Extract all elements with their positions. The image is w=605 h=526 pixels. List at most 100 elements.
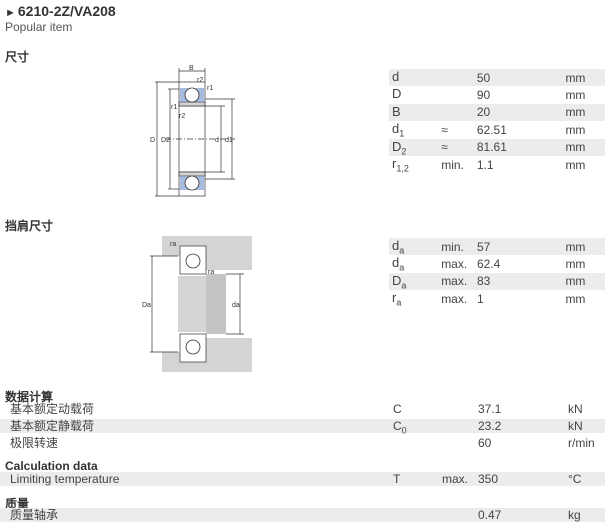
value: 62.51: [476, 122, 507, 137]
unit: °C: [568, 472, 582, 486]
unit: mm: [565, 157, 586, 172]
unit: mm: [565, 122, 586, 137]
row-label: 基本额定静载荷: [10, 419, 95, 433]
unit: r/min: [568, 436, 595, 450]
value: 37.1: [478, 402, 502, 416]
table-row: r1,2 min. 1.1 mm: [389, 156, 605, 173]
label-da-outer: Da: [142, 302, 151, 309]
play-arrow-icon: ►: [5, 7, 16, 19]
unit: mm: [565, 69, 605, 87]
symbol-cell: C0: [393, 419, 407, 437]
data-row: 质量轴承 0.47 kg: [0, 508, 605, 522]
value: 350: [478, 472, 499, 486]
section-calc-en-title: Calculation data: [5, 459, 98, 473]
qualifier: [441, 69, 477, 87]
label-ra-top: ra: [170, 241, 176, 248]
value: 1: [476, 291, 484, 306]
value: 81.61: [476, 138, 566, 156]
data-row: 极限转速 60 r/min: [0, 436, 605, 450]
qualifier: ≈: [441, 138, 477, 156]
symbol: r: [392, 290, 397, 306]
value: 60: [478, 436, 492, 450]
symbol: r: [392, 155, 397, 171]
unit: kN: [568, 402, 583, 416]
row-label: Limiting temperature: [10, 472, 120, 486]
table-row: ra max. 1 mm: [389, 290, 605, 307]
symbol: B: [392, 103, 401, 119]
label-d2: D2: [161, 137, 170, 144]
product-title: ►6210-2Z/VA208: [5, 3, 116, 19]
symbol-subscript: a: [401, 280, 407, 291]
unit: kg: [568, 508, 581, 522]
unit: mm: [565, 291, 586, 306]
symbol: d: [392, 255, 400, 271]
symbol: T: [393, 472, 401, 486]
symbol-subscript: a: [396, 297, 402, 308]
qualifier: max.: [441, 257, 468, 272]
value: 83: [476, 272, 566, 291]
symbol-cell: T: [393, 472, 400, 490]
symbol-subscript: a: [399, 245, 405, 256]
unit: mm: [565, 138, 605, 156]
value: 23.2: [478, 419, 502, 433]
unit: kN: [568, 419, 583, 433]
qualifier: max.: [442, 472, 469, 486]
unit: mm: [565, 238, 605, 256]
label-r1-top: r1: [207, 85, 213, 92]
symbol-subscript: 0: [401, 425, 407, 436]
label-b: B: [189, 65, 194, 72]
label-d1: d1: [225, 137, 233, 144]
row-label: 基本额定动载荷: [10, 402, 95, 416]
symbol-subscript: 2: [401, 145, 407, 156]
symbol-subscript: 1: [399, 128, 405, 139]
abutment-dimension-drawing: ra ra Da da: [142, 236, 252, 372]
section-mass-title: 质量: [5, 497, 30, 511]
qualifier: max.: [441, 272, 477, 291]
label-r1-left: r1: [171, 104, 177, 111]
unit: mm: [565, 272, 605, 291]
symbol-subscript: a: [399, 262, 405, 273]
value: 20: [476, 103, 566, 122]
symbol: d: [392, 238, 400, 253]
section-calc-cn-title: 数据计算: [5, 390, 54, 404]
product-title-text: 6210-2Z/VA208: [17, 3, 116, 19]
table-row: D 90 mm: [389, 86, 605, 103]
symbol: D: [392, 138, 402, 154]
symbol-cell: C: [393, 402, 402, 420]
qualifier: [441, 103, 477, 122]
unit: mm: [565, 88, 586, 103]
symbol-subscript: 1,2: [396, 163, 409, 174]
label-ra-right: ra: [208, 269, 214, 276]
symbol: d: [392, 121, 400, 137]
symbol: d: [392, 69, 400, 84]
value: 57: [476, 238, 566, 256]
product-subtitle: Popular item: [5, 20, 73, 34]
unit: mm: [565, 257, 586, 272]
value: 90: [476, 88, 491, 103]
value: 1.1: [476, 157, 494, 172]
row-label: 质量轴承: [10, 508, 59, 522]
label-da-inner: da: [232, 302, 240, 309]
label-r2-left: r2: [179, 113, 185, 120]
row-label: 极限转速: [10, 436, 59, 450]
unit: mm: [565, 103, 605, 122]
value: 0.47: [478, 508, 502, 522]
data-row: 基本额定静载荷 C0 23.2 kN: [0, 419, 605, 435]
label-r2-top: r2: [197, 77, 203, 84]
qualifier: min.: [441, 238, 477, 256]
qualifier: min.: [441, 157, 464, 172]
value: 50: [476, 69, 566, 87]
symbol: D: [392, 86, 402, 102]
symbol: D: [392, 272, 402, 288]
symbol: C: [393, 419, 402, 433]
section-dimensions-title: 尺寸: [5, 50, 30, 64]
qualifier: max.: [441, 291, 468, 306]
